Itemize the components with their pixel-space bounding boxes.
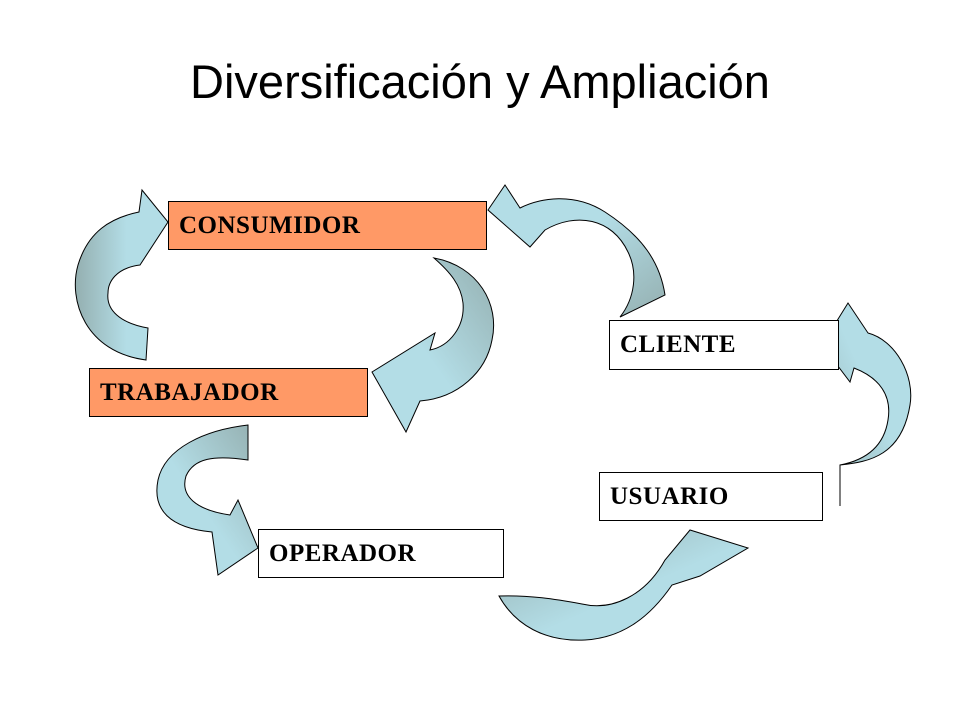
node-consumidor: CONSUMIDOR — [168, 201, 487, 250]
arrow-trabajador-to-consumidor — [74, 188, 169, 361]
page-title: Diversificación y Ampliación — [190, 55, 770, 108]
arrow-usuario-to-cliente — [821, 302, 912, 506]
node-usuario: USUARIO — [599, 472, 823, 521]
arrow-operador-to-usuario — [498, 529, 750, 641]
node-operador: OPERADOR — [258, 529, 504, 578]
node-cliente: CLIENTE — [609, 320, 839, 370]
arrow-trabajador-to-operador — [156, 424, 259, 576]
arrow-cliente-to-consumidor — [487, 184, 666, 318]
arrow-consumidor-to-trabajador — [371, 257, 495, 434]
node-trabajador: TRABAJADOR — [89, 368, 368, 417]
